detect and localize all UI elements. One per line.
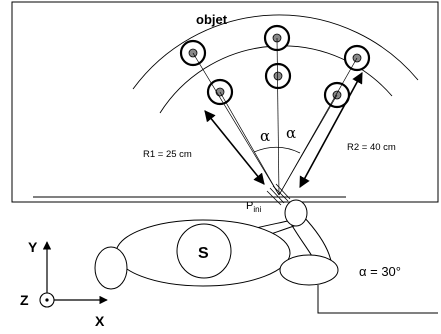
alpha-value-label: α = 30° — [359, 264, 401, 279]
p-ini-main: P — [246, 200, 253, 212]
start-point-marker — [266, 183, 291, 206]
p-ini-sub: ini — [253, 205, 261, 214]
r1-label: R1 = 25 cm — [143, 149, 192, 160]
alpha-angle-arc — [253, 146, 301, 154]
objet-label: objet — [196, 12, 228, 27]
r2-label: R2 = 40 cm — [347, 142, 396, 153]
r1-radius-arrow — [204, 110, 265, 185]
target-inner-center — [264, 62, 292, 90]
z-axis-dot — [45, 298, 49, 302]
r2-radius-arrow — [299, 72, 363, 188]
subject-s-label: S — [198, 245, 209, 262]
p-ini-label: Pini — [246, 200, 262, 214]
x-axis-label: X — [95, 313, 105, 329]
subject-body — [94, 199, 438, 314]
alpha-right-label: α — [286, 124, 296, 142]
z-axis-label: Z — [20, 292, 29, 308]
workspace-frame — [11, 1, 439, 203]
direction-line-inner-left — [219, 91, 280, 196]
direction-line-center — [276, 37, 280, 196]
y-axis-label: Y — [28, 239, 38, 255]
direction-line-inner-right — [278, 94, 338, 196]
outer-arc-r2 — [132, 14, 419, 90]
alpha-left-label: α — [260, 127, 270, 145]
